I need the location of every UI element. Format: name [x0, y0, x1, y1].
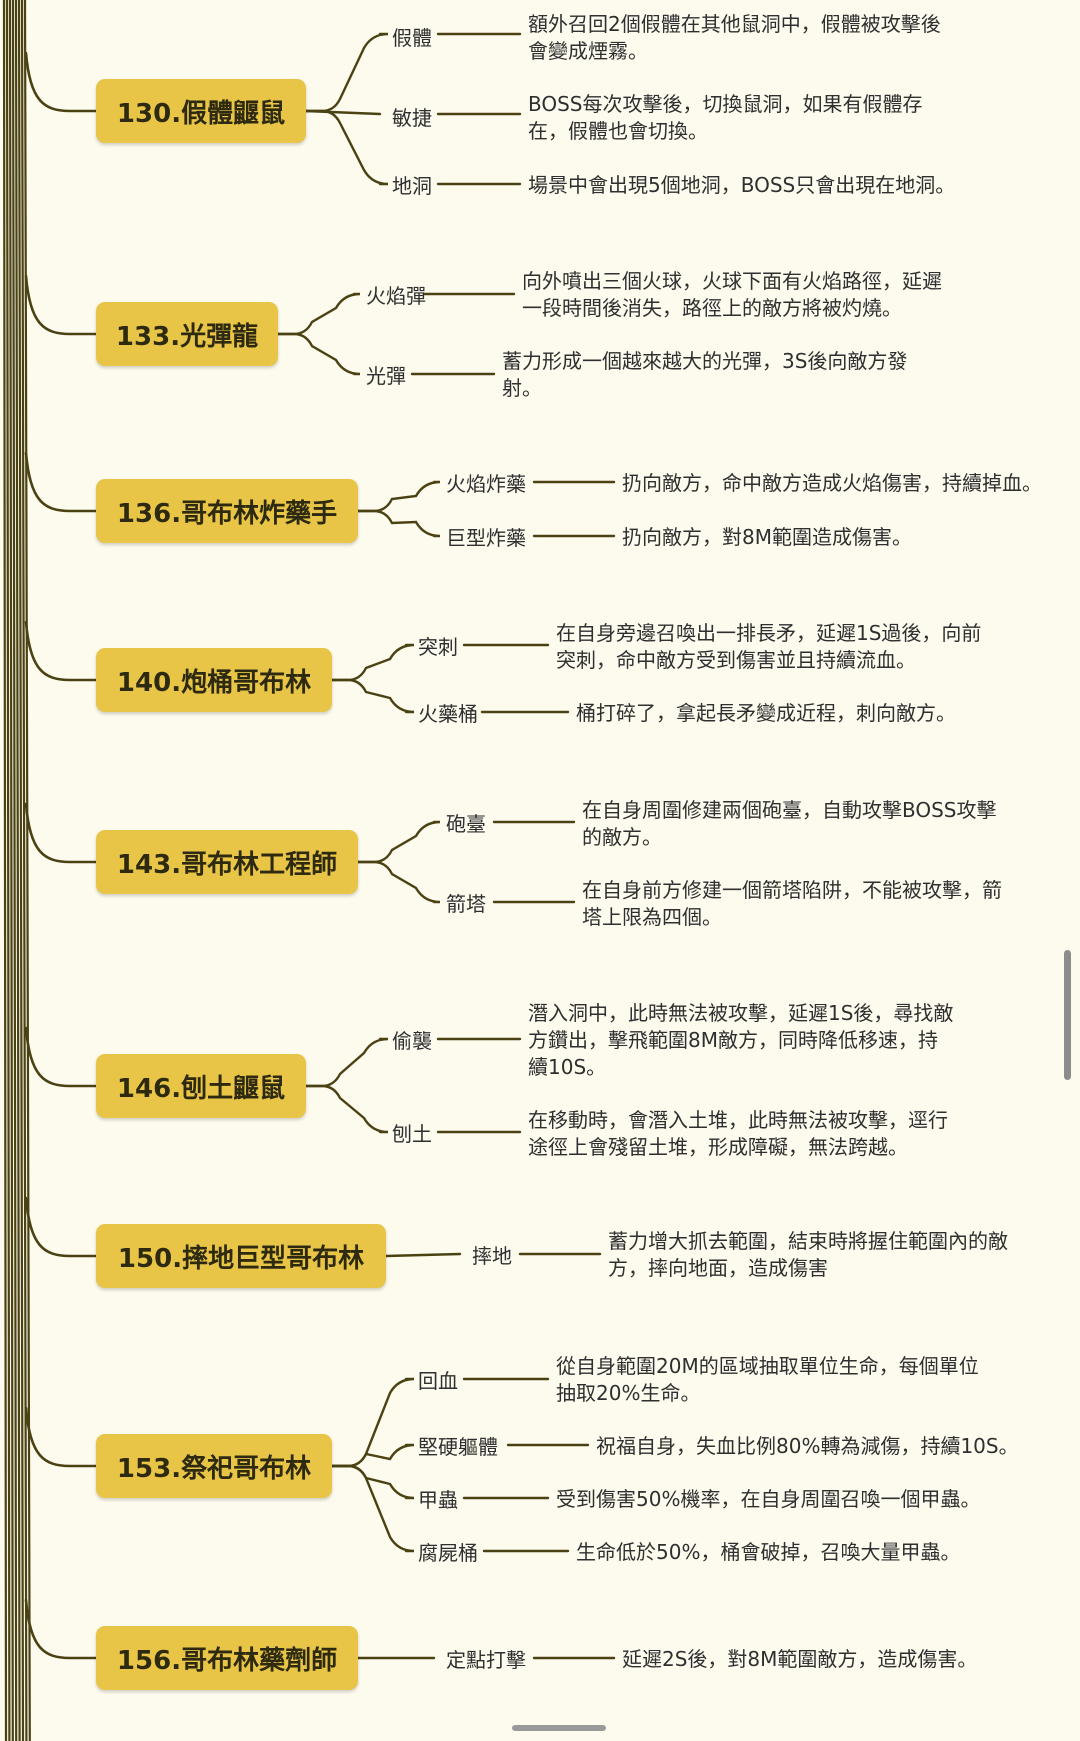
- branch-connector: [356, 860, 441, 904]
- branch-description: 蓄力形成一個越來越大的光彈，3S後向敵方發 射。: [502, 349, 908, 400]
- branch-description: 扔向敵方，命中敵方造成火焰傷害，持續掉血。: [622, 471, 1042, 495]
- node-150[interactable]: 150.摔地巨型哥布林: [96, 1224, 386, 1288]
- branch-connector: [356, 509, 441, 538]
- branch-description: 向外噴出三個火球，火球下面有火焰路徑，延遲 一段時間後消失，路徑上的敵方將被灼燒…: [522, 269, 942, 320]
- spine-connector: [24, 1406, 98, 1468]
- spine-connector: [24, 620, 98, 682]
- branch-label[interactable]: 砲臺: [446, 812, 486, 836]
- branch-label[interactable]: 摔地: [472, 1244, 512, 1268]
- node-136[interactable]: 136.哥布林炸藥手: [96, 479, 358, 543]
- branch-description: 蓄力增大抓去範圍，結束時將握住範圍內的敵 方，摔向地面，造成傷害: [608, 1229, 1008, 1280]
- branch-label[interactable]: 甲蟲: [418, 1488, 458, 1512]
- branch-label[interactable]: 定點打擊: [446, 1648, 526, 1672]
- spine-line: [17, 0, 25, 1741]
- spine-line: [11, 0, 18, 1741]
- scrollbar-thumb[interactable]: [1064, 950, 1071, 1080]
- spine-line: [2, 0, 8, 1741]
- node-143[interactable]: 143.哥布林工程師: [96, 830, 358, 894]
- node-156[interactable]: 156.哥布林藥劑師: [96, 1626, 358, 1690]
- branch-label[interactable]: 箭塔: [446, 892, 486, 916]
- branch-label[interactable]: 火藥桶: [418, 702, 478, 726]
- branch-connector: [276, 292, 361, 336]
- node-140[interactable]: 140.炮桶哥布林: [96, 648, 332, 712]
- branch-description: 祝福自身，失血比例80%轉為減傷，持續10S。: [596, 1434, 1019, 1458]
- branch-connector: [330, 1443, 415, 1468]
- branch-description: BOSS每次攻擊後，切換鼠洞，如果有假體存 在，假體也會切換。: [528, 92, 923, 143]
- branch-description: 在移動時，會潛入土堆，此時無法被攻擊，逕行 途徑上會殘留土堆，形成障礙，無法跨越…: [528, 1108, 948, 1159]
- home-indicator[interactable]: [512, 1725, 606, 1731]
- branch-connector: [304, 1037, 389, 1088]
- spine-connector: [24, 451, 98, 513]
- spine-line: [20, 0, 28, 1741]
- branch-label[interactable]: 回血: [418, 1369, 458, 1393]
- branch-label[interactable]: 腐屍桶: [418, 1541, 478, 1565]
- node-146[interactable]: 146.刨土鼴鼠: [96, 1054, 306, 1118]
- spine-connector: [24, 1026, 98, 1088]
- branch-label[interactable]: 刨土: [392, 1122, 432, 1146]
- branch-connector: [330, 643, 415, 682]
- spine-line: [8, 0, 14, 1741]
- branch-connector: [304, 109, 389, 186]
- spine-connector: [24, 802, 98, 864]
- branch-connector: [276, 332, 361, 376]
- branch-description: 受到傷害50%機率，在自身周圍召喚一個甲蟲。: [556, 1487, 981, 1511]
- branch-connector: [384, 1252, 462, 1258]
- branch-label[interactable]: 火焰彈: [366, 284, 426, 308]
- branch-connector: [356, 480, 441, 513]
- branch-label[interactable]: 敏捷: [392, 106, 432, 130]
- branch-label[interactable]: 偷襲: [392, 1029, 432, 1053]
- branch-description: 在自身旁邊召喚出一排長矛，延遲1S過後，向前 突刺，命中敵方受到傷害並且持續流血…: [556, 621, 982, 672]
- branch-description: 潛入洞中，此時無法被攻擊，延遲1S後，尋找敵 方鑽出，擊飛範圍8M敵方，同時降低…: [528, 1001, 954, 1079]
- branch-label[interactable]: 地洞: [392, 174, 432, 198]
- spine-line: [14, 0, 21, 1741]
- branch-connector: [330, 1377, 415, 1468]
- branch-connector: [304, 32, 389, 113]
- node-153[interactable]: 153.祭祀哥布林: [96, 1434, 332, 1498]
- branch-connector: [304, 1084, 389, 1134]
- branch-label[interactable]: 巨型炸藥: [446, 526, 526, 550]
- branch-label[interactable]: 光彈: [366, 364, 406, 388]
- branch-description: 場景中會出現5個地洞，BOSS只會出現在地洞。: [528, 173, 956, 197]
- spine-line: [23, 0, 31, 1741]
- branch-label[interactable]: 假體: [392, 26, 432, 50]
- branch-description: 額外召回2個假體在其他鼠洞中，假體被攻擊後 會變成煙霧。: [528, 12, 941, 63]
- branch-description: 桶打碎了，拿起長矛變成近程，刺向敵方。: [576, 701, 956, 725]
- spine-connector: [24, 51, 98, 113]
- branch-description: 延遲2S後，對8M範圍敵方，造成傷害。: [622, 1647, 978, 1671]
- branch-description: 在自身前方修建一個箭塔陷阱，不能被攻擊，箭 塔上限為四個。: [582, 878, 1002, 929]
- branch-label[interactable]: 突刺: [418, 635, 458, 659]
- branch-connector: [330, 1464, 415, 1553]
- spine-connector: [24, 1196, 98, 1258]
- spine-connector: [24, 274, 98, 336]
- branch-connector: [330, 678, 415, 714]
- branch-label[interactable]: 堅硬軀體: [418, 1435, 498, 1459]
- branch-label[interactable]: 火焰炸藥: [446, 472, 526, 496]
- spine-connector: [24, 1598, 98, 1660]
- node-133[interactable]: 133.光彈龍: [96, 302, 278, 366]
- branch-description: 從自身範圍20M的區域抽取單位生命，每個單位 抽取20%生命。: [556, 1354, 979, 1405]
- branch-connector: [356, 820, 441, 864]
- node-130[interactable]: 130.假體鼴鼠: [96, 79, 306, 143]
- branch-description: 扔向敵方，對8M範圍造成傷害。: [622, 525, 912, 549]
- spine-line: [5, 0, 11, 1741]
- branch-description: 在自身周圍修建兩個砲臺，自動攻擊BOSS攻擊 的敵方。: [582, 798, 997, 849]
- branch-description: 生命低於50%，桶會破掉，召喚大量甲蟲。: [576, 1540, 961, 1564]
